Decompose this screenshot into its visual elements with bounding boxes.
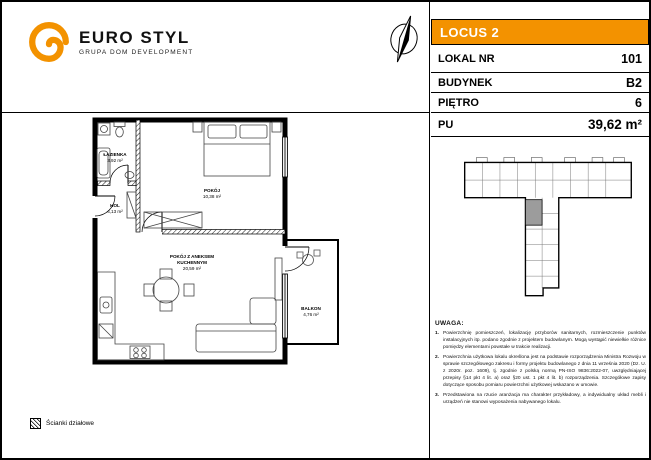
budynek-label: BUDYNEK <box>438 76 493 89</box>
table-row: BUDYNEK B2 <box>431 73 649 93</box>
room-area-pokoj: 10,38 m² <box>203 194 222 199</box>
partition-wall-hatch-icon <box>30 418 41 429</box>
lokal-nr-label: LOKAL NR <box>438 52 495 65</box>
highlighted-unit <box>525 199 543 226</box>
notes-section: UWAGA: 1. Powierzchnię pomieszczeń, loka… <box>435 320 646 410</box>
entrance-door <box>92 195 116 218</box>
overview-unit-partitions <box>464 162 632 288</box>
note-item: 2. Powierzchnia użytkowa lokalu określon… <box>435 355 646 390</box>
lokal-nr-value: 101 <box>621 51 642 66</box>
table-row: LOKAL NR 101 <box>431 45 649 73</box>
note-number: 3. <box>435 392 440 398</box>
room-label-pokoj-aneks-2: KUCHENNYM <box>177 260 207 265</box>
unit-details-table: LOKAL NR 101 BUDYNEK B2 PIĘTRO 6 PU 39,6… <box>431 45 649 137</box>
pietro-label: PIĘTRO <box>438 96 479 109</box>
room-label-lazienka: ŁAZIENKA <box>103 152 127 157</box>
legend: Ścianki działowe <box>30 418 94 429</box>
brand-name: EURO STYL <box>79 27 190 47</box>
window-bedroom <box>281 136 289 178</box>
project-name: LOCUS 2 <box>440 24 500 40</box>
room-label-pokoj-aneks-1: POKÓJ Z ANEKSEM <box>170 252 214 259</box>
room-area-balkon: 4,76 m² <box>303 312 319 317</box>
hol-cabinet <box>126 191 137 219</box>
eurostyl-swirl-icon <box>29 22 69 62</box>
header-divider-line <box>2 112 429 113</box>
room-label-balkon: BALKON <box>301 306 321 311</box>
table-row: PIĘTRO 6 <box>431 93 649 113</box>
note-text: Powierzchnia użytkowa lokalu określona j… <box>443 354 646 388</box>
pu-label: PU <box>438 118 454 131</box>
exterior-walls <box>92 117 288 365</box>
table-row: PU 39,62 m² <box>431 113 649 137</box>
bathroom-door <box>109 164 129 184</box>
overview-balconies <box>476 157 625 163</box>
note-text: Przedstawiona na rzucie aranżacja ma cha… <box>443 392 646 405</box>
room-area-lazienka: 3,92 m² <box>107 158 123 163</box>
brand-text: EURO STYL GRUPA DOM DEVELOPMENT <box>79 29 193 56</box>
notes-title: UWAGA: <box>435 320 464 327</box>
note-item: 3. Przedstawiona na rzucie aranżacja ma … <box>435 393 646 407</box>
note-number: 1. <box>435 331 440 336</box>
legend-label: Ścianki działowe <box>46 420 95 427</box>
overview-building-outline <box>463 161 632 297</box>
bedroom-furniture <box>143 121 282 229</box>
room-label-hol: HOL <box>110 203 120 208</box>
living-room-furniture <box>143 257 283 353</box>
note-text: Powierzchnię pomieszczeń, lokalizację pr… <box>443 331 646 350</box>
brand-logo: EURO STYL GRUPA DOM DEVELOPMENT <box>28 21 193 63</box>
room-area-hol: 4,13 m² <box>107 209 123 214</box>
balcony-outline <box>284 239 339 345</box>
compass-icon <box>390 15 418 63</box>
pietro-value: 6 <box>635 95 642 110</box>
budynek-value: B2 <box>626 75 642 90</box>
room-label-pokoj: POKÓJ <box>204 186 221 193</box>
note-number: 2. <box>435 354 440 360</box>
brand-tagline: GRUPA DOM DEVELOPMENT <box>79 48 194 56</box>
project-banner: LOCUS 2 <box>431 19 649 45</box>
note-item: 1. Powierzchnię pomieszczeń, lokalizację… <box>435 331 646 352</box>
building-overview-plan <box>463 157 632 297</box>
room-area-pokoj-aneks: 20,59 m² <box>183 266 202 271</box>
apartment-floorplan: ŁAZIENKA 3,92 m² HOL 4,13 m² POKÓJ 10,38… <box>92 117 339 365</box>
kitchen-annex <box>97 271 165 361</box>
window-balcony-door <box>281 246 310 339</box>
panel-divider-line <box>429 2 430 458</box>
pu-value: 39,62 m² <box>587 117 642 132</box>
bathroom-fixtures <box>96 121 135 179</box>
